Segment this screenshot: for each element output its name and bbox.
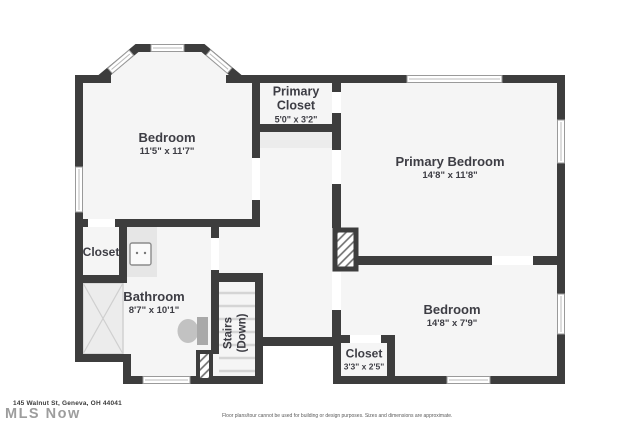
- stairs-line2: (Down): [237, 313, 249, 353]
- room-label-bedroom-nw: Bedroom 11'5" x 11'7": [138, 130, 195, 158]
- room-dims: 3'3" x 2'5": [343, 361, 385, 372]
- window-left-wall: [75, 166, 83, 213]
- room-label-bedroom-se: Bedroom 14'8" x 7'9": [423, 302, 480, 330]
- room-name: Bedroom: [423, 302, 481, 318]
- windows: [75, 44, 565, 384]
- room-name: Closet: [345, 346, 383, 361]
- room-label-primary-bedroom: Primary Bedroom 14'8" x 11'8": [395, 154, 504, 182]
- window-bay-right: [205, 49, 233, 74]
- room-dims: 14'8" x 11'8": [422, 170, 478, 182]
- toilet: [177, 317, 208, 345]
- shower: [82, 282, 124, 355]
- window-bay-top: [150, 44, 185, 52]
- room-name: Bathroom: [123, 289, 185, 305]
- window-right-primary: [557, 119, 565, 164]
- room-name: Bedroom: [138, 130, 196, 146]
- window-bottom-bedroom: [446, 376, 491, 384]
- room-name: Primary Closet: [272, 84, 320, 113]
- room-name: Primary Bedroom: [395, 154, 505, 170]
- room-dims: 11'5" x 11'7": [139, 146, 195, 158]
- room-dims: 8'7" x 10'1": [128, 305, 180, 317]
- chimney: [332, 227, 359, 272]
- vanity-sink: [129, 242, 152, 266]
- window-bottom-bathroom: [142, 376, 191, 384]
- window-top-primary: [406, 75, 503, 83]
- room-label-closet-south: Closet 3'3" x 2'5": [344, 346, 384, 371]
- floor-shading: [127, 132, 332, 277]
- room-label-primary-closet: Primary Closet 5'0" x 3'2": [257, 85, 335, 124]
- window-bay-left: [107, 49, 135, 75]
- floor-area: [75, 44, 565, 384]
- room-dims: 5'0" x 3'2": [274, 113, 318, 124]
- flue: [196, 350, 213, 382]
- property-address: 145 Walnut St, Geneva, OH 44041: [13, 400, 122, 407]
- room-label-bathroom: Bathroom 8'7" x 10'1": [123, 289, 184, 317]
- mls-now-logo: MLS Now: [5, 406, 81, 422]
- room-name: Closet: [82, 244, 120, 259]
- door-openings: [88, 92, 533, 343]
- room-label-stairs: Stairs (Down): [222, 314, 251, 353]
- room-dims: 14'8" x 7'9": [426, 318, 478, 330]
- window-right-bedroom: [557, 293, 565, 335]
- stairs-line1: Stairs: [222, 317, 235, 349]
- disclaimer-text: Floor plans/tour cannot be used for buil…: [222, 413, 453, 419]
- room-label-closet-west: Closet: [83, 245, 120, 259]
- stairs-treads: [219, 291, 255, 373]
